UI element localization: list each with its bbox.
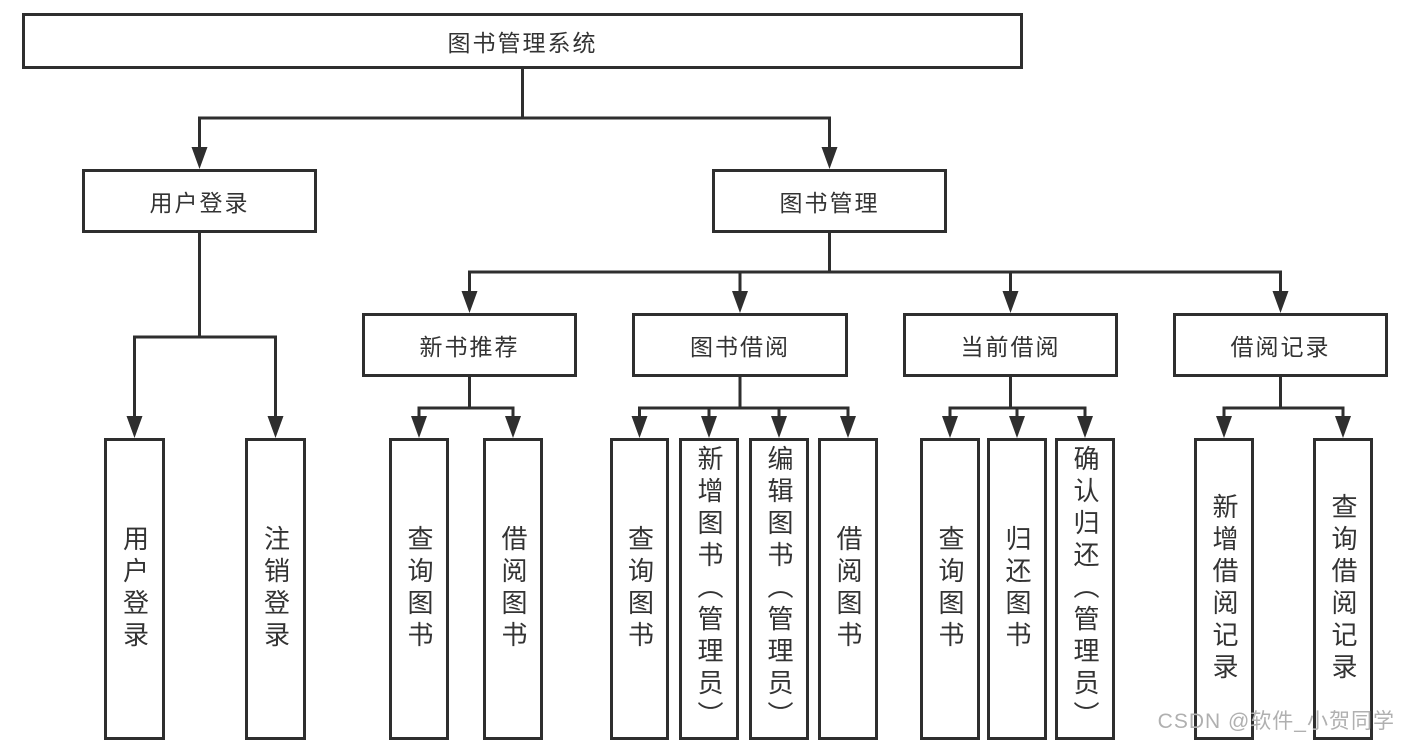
- node-book-management-label: 图书管理: [779, 190, 880, 216]
- leaf-query-books-new-label: 查询图书: [404, 525, 434, 653]
- leaf-query-borrow-record-label: 查询借阅记录: [1328, 493, 1358, 685]
- leaf-logout: 注销登录: [245, 438, 306, 740]
- leaf-edit-book-admin: 编辑图书（管理员）: [749, 438, 809, 740]
- node-current-borrow-label: 当前借阅: [960, 334, 1061, 360]
- leaf-query-books-borrow: 查询图书: [610, 438, 669, 740]
- leaf-add-borrow-record-label: 新增借阅记录: [1209, 493, 1239, 685]
- connector-new-book-children: [411, 375, 521, 438]
- node-new-book-recommend-label: 新书推荐: [419, 334, 520, 360]
- node-borrow-records-label: 借阅记录: [1230, 334, 1331, 360]
- connector-root-to-level1: [191, 66, 838, 169]
- leaf-query-books-new: 查询图书: [389, 438, 449, 740]
- leaf-borrow-books-label: 借阅图书: [833, 525, 863, 653]
- leaf-borrow-books: 借阅图书: [818, 438, 878, 740]
- node-user-login-label: 用户登录: [149, 190, 250, 216]
- node-current-borrow: 当前借阅: [903, 313, 1118, 377]
- leaf-return-book: 归还图书: [987, 438, 1047, 740]
- node-root-label: 图书管理系统: [447, 30, 598, 56]
- node-book-borrow: 图书借阅: [632, 313, 848, 377]
- leaf-edit-book-admin-label: 编辑图书（管理员）: [764, 445, 794, 733]
- leaf-query-books-current-label: 查询图书: [935, 525, 965, 653]
- leaf-user-login: 用户登录: [104, 438, 165, 740]
- leaf-return-book-label: 归还图书: [1002, 525, 1032, 653]
- leaf-borrow-books-new-label: 借阅图书: [498, 525, 528, 653]
- leaf-query-borrow-record: 查询借阅记录: [1313, 438, 1373, 740]
- connector-user-login-children: [126, 231, 284, 438]
- leaf-query-books-current: 查询图书: [920, 438, 980, 740]
- node-book-management: 图书管理: [712, 169, 947, 233]
- node-root: 图书管理系统: [22, 13, 1023, 69]
- leaf-confirm-return-admin-label: 确认归还（管理员）: [1070, 445, 1100, 733]
- connector-book-management-children: [461, 231, 1289, 313]
- node-borrow-records: 借阅记录: [1173, 313, 1388, 377]
- connector-book-borrow-children: [631, 375, 856, 438]
- leaf-add-borrow-record: 新增借阅记录: [1194, 438, 1254, 740]
- watermark: CSDN @软件_小贺同学: [1157, 710, 1395, 733]
- leaf-borrow-books-new: 借阅图书: [483, 438, 543, 740]
- leaf-add-book-admin-label: 新增图书（管理员）: [694, 445, 724, 733]
- node-new-book-recommend: 新书推荐: [362, 313, 577, 377]
- leaf-add-book-admin: 新增图书（管理员）: [679, 438, 739, 740]
- leaf-user-login-label: 用户登录: [119, 525, 150, 653]
- node-user-login: 用户登录: [82, 169, 317, 233]
- leaf-logout-label: 注销登录: [260, 525, 291, 653]
- node-book-borrow-label: 图书借阅: [690, 334, 790, 360]
- connector-current-borrow-children: [942, 375, 1093, 438]
- leaf-confirm-return-admin: 确认归还（管理员）: [1055, 438, 1115, 740]
- leaf-query-books-borrow-label: 查询图书: [624, 525, 655, 653]
- connector-borrow-records-children: [1216, 375, 1351, 438]
